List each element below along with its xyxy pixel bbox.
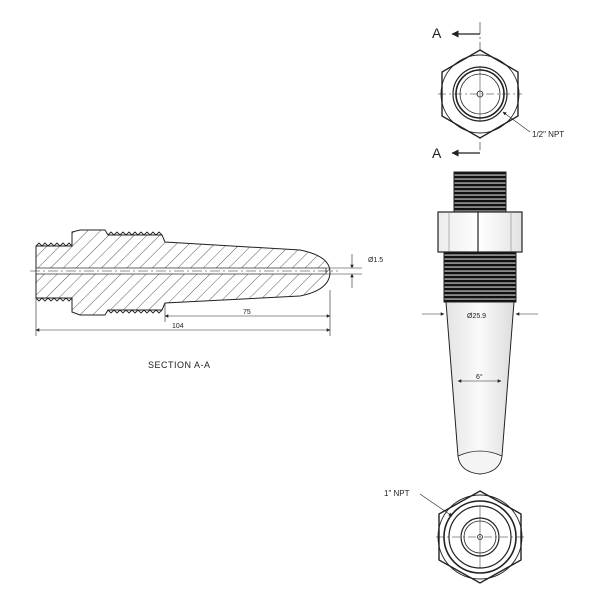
- front-taper-body: [445, 301, 515, 475]
- section-caption: SECTION A-A: [148, 360, 211, 370]
- bottom-view: 1" NPT: [384, 489, 524, 584]
- section-thread-left-bottom: [35, 297, 73, 302]
- front-hex: [437, 211, 523, 253]
- dim-tip-label: 6°: [476, 373, 483, 381]
- dim-taper-label: 75: [243, 309, 251, 316]
- front-top-thread: [453, 171, 507, 213]
- dim-overall-label: 104: [172, 323, 184, 330]
- top-view: A A 1/2" NPT: [432, 22, 564, 161]
- half-npt-callout: 1/2" NPT: [532, 130, 564, 139]
- section-thread-left-top: [35, 242, 73, 247]
- section-letter-top: A: [432, 25, 442, 41]
- one-npt-callout: 1" NPT: [384, 489, 410, 498]
- front-bottom-thread: [443, 251, 517, 303]
- dim-diameter-label: Ø25.9: [467, 313, 486, 320]
- section-thread-right-top: [107, 231, 163, 236]
- section-thread-right-bottom: [107, 309, 163, 314]
- section-letter-bottom: A: [432, 145, 442, 161]
- dim-bore-label: Ø1.5: [368, 257, 383, 264]
- section-view: Ø1.5 75 104 SECTION A-A: [30, 229, 383, 370]
- front-view: Ø25.9 6°: [422, 171, 538, 475]
